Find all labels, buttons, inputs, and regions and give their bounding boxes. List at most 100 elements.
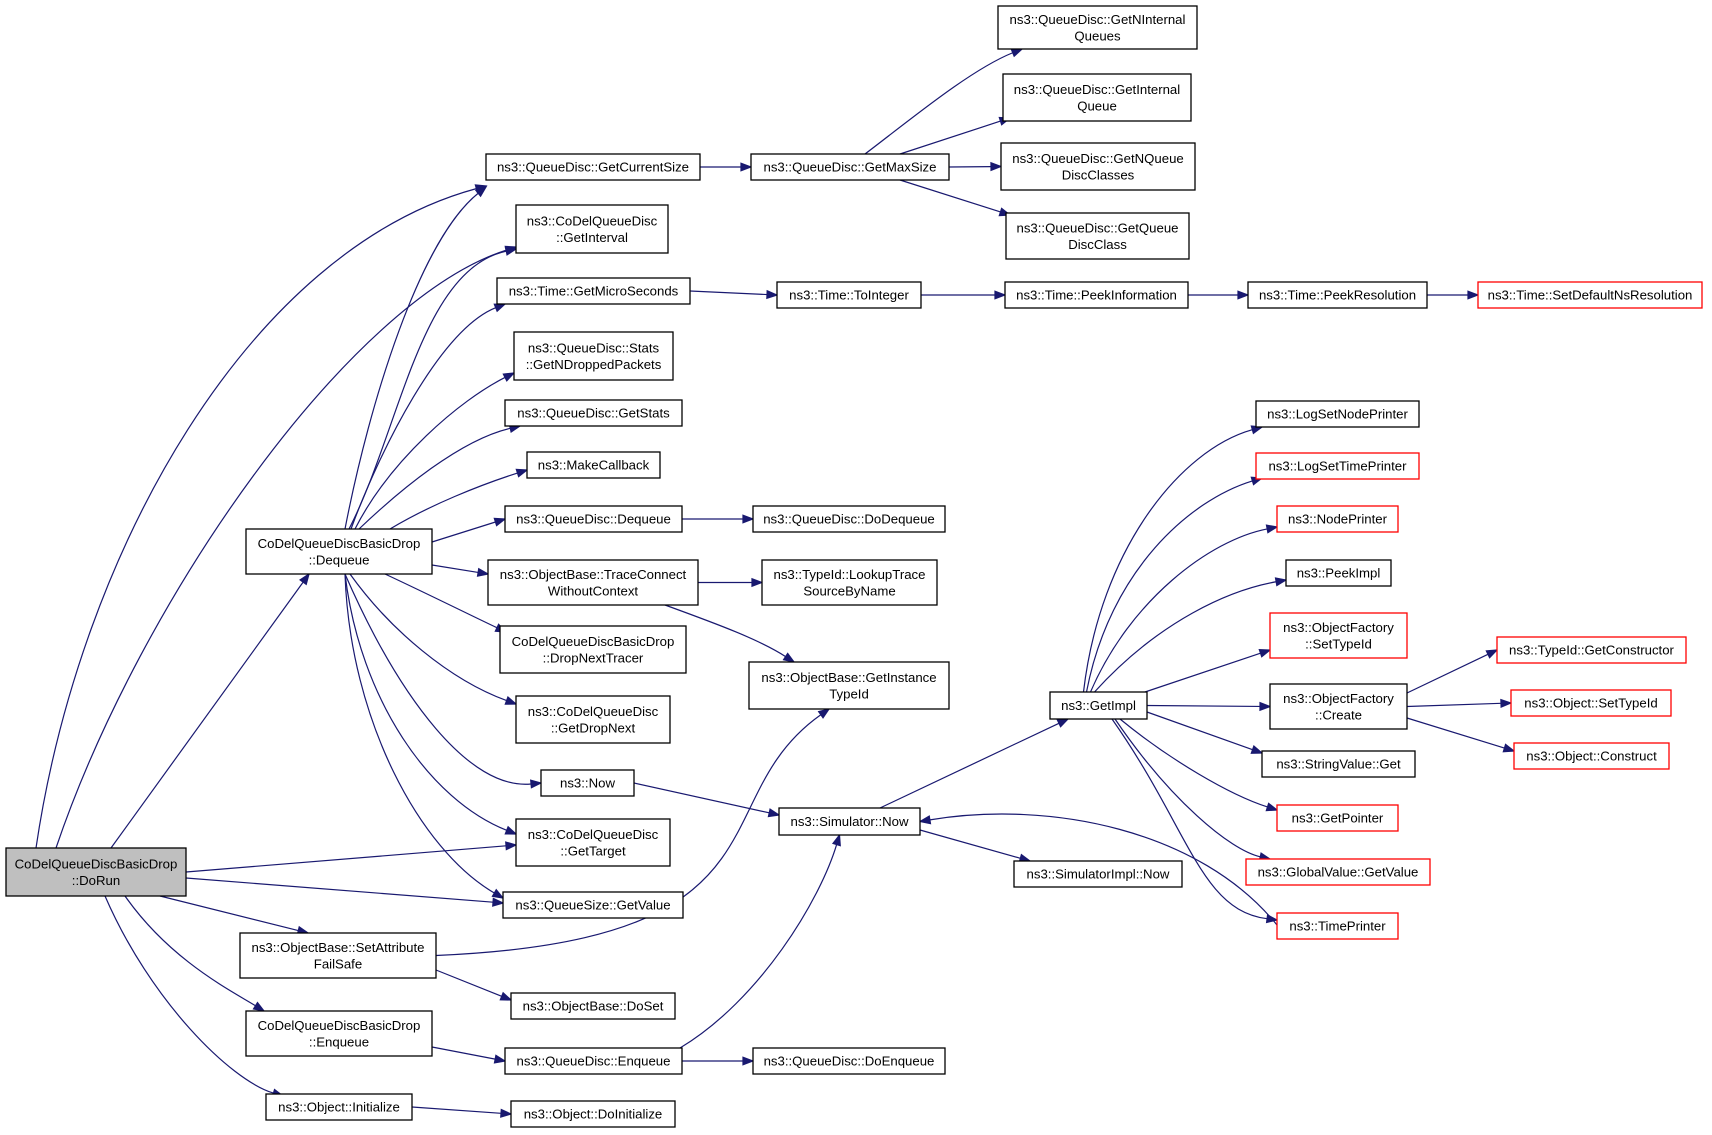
node-label: ns3::QueueDisc::GetMaxSize <box>764 160 937 175</box>
node-qddoenqueue[interactable]: ns3::QueueDisc::DoEnqueue <box>752 1047 946 1075</box>
node-getmaxsize[interactable]: ns3::QueueDisc::GetMaxSize <box>750 153 950 181</box>
node-setdefres[interactable]: ns3::Time::SetDefaultNsResolution <box>1477 281 1703 309</box>
node-box <box>778 807 921 836</box>
node-gvgetvalue[interactable]: ns3::GlobalValue::GetValue <box>1245 858 1431 886</box>
edge-dequeue-to-getinterval <box>348 246 518 530</box>
node-dorun[interactable]: CoDelQueueDiscBasicDrop::DoRun <box>5 847 187 897</box>
node-label: ns3::CoDelQueueDisc <box>527 213 658 228</box>
edge-setattr-to-dosetnode <box>435 969 513 1001</box>
node-logsettime[interactable]: ns3::LogSetTimePrinter <box>1255 452 1420 480</box>
node-peekinfo[interactable]: ns3::Time::PeekInformation <box>1004 281 1189 309</box>
node-dosetnode[interactable]: ns3::ObjectBase::DoSet <box>510 992 676 1020</box>
node-objconstruct[interactable]: ns3::Object::Construct <box>1513 742 1670 770</box>
node-label: ns3::QueueDisc::GetStats <box>517 406 670 421</box>
node-ofcreate[interactable]: ns3::ObjectFactory::Create <box>1269 683 1408 730</box>
node-tointeger[interactable]: ns3::Time::ToInteger <box>776 281 922 309</box>
node-getpointer[interactable]: ns3::GetPointer <box>1276 804 1399 832</box>
node-getmicro[interactable]: ns3::Time::GetMicroSeconds <box>496 277 691 305</box>
node-simimplnow[interactable]: ns3::SimulatorImpl::Now <box>1013 860 1183 888</box>
node-label: ns3::MakeCallback <box>538 458 650 473</box>
node-qsgetvalue[interactable]: ns3::QueueSize::GetValue <box>502 891 684 919</box>
edge-getmaxsize-to-getinternal <box>899 116 1012 155</box>
node-label: DiscClasses <box>1062 167 1135 182</box>
node-traceconn[interactable]: ns3::ObjectBase::TraceConnectWithoutCont… <box>487 559 699 606</box>
node-label: FailSafe <box>314 956 362 971</box>
node-box <box>1513 742 1670 770</box>
node-box <box>504 505 683 533</box>
node-getcursize[interactable]: ns3::QueueDisc::GetCurrentSize <box>485 153 701 181</box>
node-box <box>1510 689 1672 717</box>
node-peekimpl[interactable]: ns3::PeekImpl <box>1285 559 1392 587</box>
node-box <box>1247 281 1428 309</box>
node-label: ns3::QueueDisc::DoEnqueue <box>764 1054 935 1069</box>
edge-getimpl-to-getpointer <box>1119 718 1279 812</box>
node-simnow[interactable]: ns3::Simulator::Now <box>778 807 921 836</box>
node-box <box>499 625 687 674</box>
node-box <box>752 1047 946 1075</box>
node-box <box>502 891 684 919</box>
edge-dorun-to-qsgetvalue <box>185 877 505 907</box>
node-getimpl[interactable]: ns3::GetImpl <box>1049 691 1148 720</box>
node-box <box>1496 636 1687 664</box>
edge-getimpl-to-nodeprinter <box>1089 524 1279 693</box>
node-doinit[interactable]: ns3::Object::DoInitialize <box>510 1100 676 1128</box>
node-box <box>487 559 699 606</box>
node-label: ::GetTarget <box>560 843 626 858</box>
node-label: ns3::LogSetNodePrinter <box>1267 407 1408 422</box>
edge-timeprinter-to-simnow <box>918 813 1278 926</box>
node-timeprinter[interactable]: ns3::TimePrinter <box>1276 912 1399 940</box>
node-box <box>1000 142 1196 191</box>
node-label: ns3::GetPointer <box>1292 811 1384 826</box>
node-qdenqueue[interactable]: ns3::QueueDisc::Enqueue <box>504 1047 683 1075</box>
node-getstats[interactable]: ns3::QueueDisc::GetStats <box>504 399 683 427</box>
edge-getimpl-to-gvgetvalue <box>1114 718 1272 862</box>
edge-getmaxsize-to-getnqdc <box>948 161 1003 172</box>
node-dropnexttr[interactable]: CoDelQueueDiscBasicDrop::DropNextTracer <box>499 625 687 674</box>
node-label: ns3::QueueDisc::GetQueue <box>1016 220 1178 235</box>
node-qddequeue[interactable]: ns3::QueueDisc::Dequeue <box>504 505 683 533</box>
node-getdropnext[interactable]: ns3::CoDelQueueDisc::GetDropNext <box>515 695 671 744</box>
node-label: ns3::QueueDisc::GetCurrentSize <box>497 160 689 175</box>
node-label: ns3::QueueSize::GetValue <box>515 898 670 913</box>
node-qddodequeue[interactable]: ns3::QueueDisc::DoDequeue <box>752 505 946 533</box>
node-now[interactable]: ns3::Now <box>540 769 635 797</box>
node-box <box>515 695 671 744</box>
edge-dequeue-to-getmicro <box>350 303 507 530</box>
node-objinit[interactable]: ns3::Object::Initialize <box>265 1093 413 1121</box>
function-nodes: CoDelQueueDiscBasicDrop::DoRunCoDelQueue… <box>5 5 1703 1128</box>
node-box <box>245 528 433 575</box>
node-gettarget[interactable]: ns3::CoDelQueueDisc::GetTarget <box>515 818 671 867</box>
edge-now-to-simnow <box>633 782 781 818</box>
node-strget[interactable]: ns3::StringValue::Get <box>1261 750 1416 778</box>
node-getinterval[interactable]: ns3::CoDelQueueDisc::GetInterval <box>515 204 669 254</box>
node-box <box>485 153 701 181</box>
node-enqueue[interactable]: CoDelQueueDiscBasicDrop::Enqueue <box>245 1010 433 1057</box>
node-getndropped[interactable]: ns3::QueueDisc::Stats::GetNDroppedPacket… <box>513 331 674 381</box>
node-label: ::DropNextTracer <box>543 650 644 665</box>
node-box <box>265 1093 413 1121</box>
edge-dequeue-to-traceconn <box>431 564 490 577</box>
node-logsetnode[interactable]: ns3::LogSetNodePrinter <box>1255 400 1420 428</box>
edge-dorun-to-getcursize <box>35 184 488 849</box>
node-dequeue[interactable]: CoDelQueueDiscBasicDrop::Dequeue <box>245 528 433 575</box>
node-box <box>1261 750 1416 778</box>
node-box <box>504 399 683 427</box>
node-makecb[interactable]: ns3::MakeCallback <box>526 451 661 479</box>
node-label: ns3::Now <box>560 776 615 791</box>
node-ofsettid[interactable]: ns3::ObjectFactory::SetTypeId <box>1269 612 1408 659</box>
node-label: DiscClass <box>1068 237 1127 252</box>
node-box <box>1276 804 1399 832</box>
node-peekres[interactable]: ns3::Time::PeekResolution <box>1247 281 1428 309</box>
node-box <box>513 331 674 381</box>
edge-getimpl-to-strget <box>1146 711 1264 754</box>
node-objsettid[interactable]: ns3::Object::SetTypeId <box>1510 689 1672 717</box>
node-getctor[interactable]: ns3::TypeId::GetConstructor <box>1496 636 1687 664</box>
node-nodeprinter[interactable]: ns3::NodePrinter <box>1276 505 1399 533</box>
